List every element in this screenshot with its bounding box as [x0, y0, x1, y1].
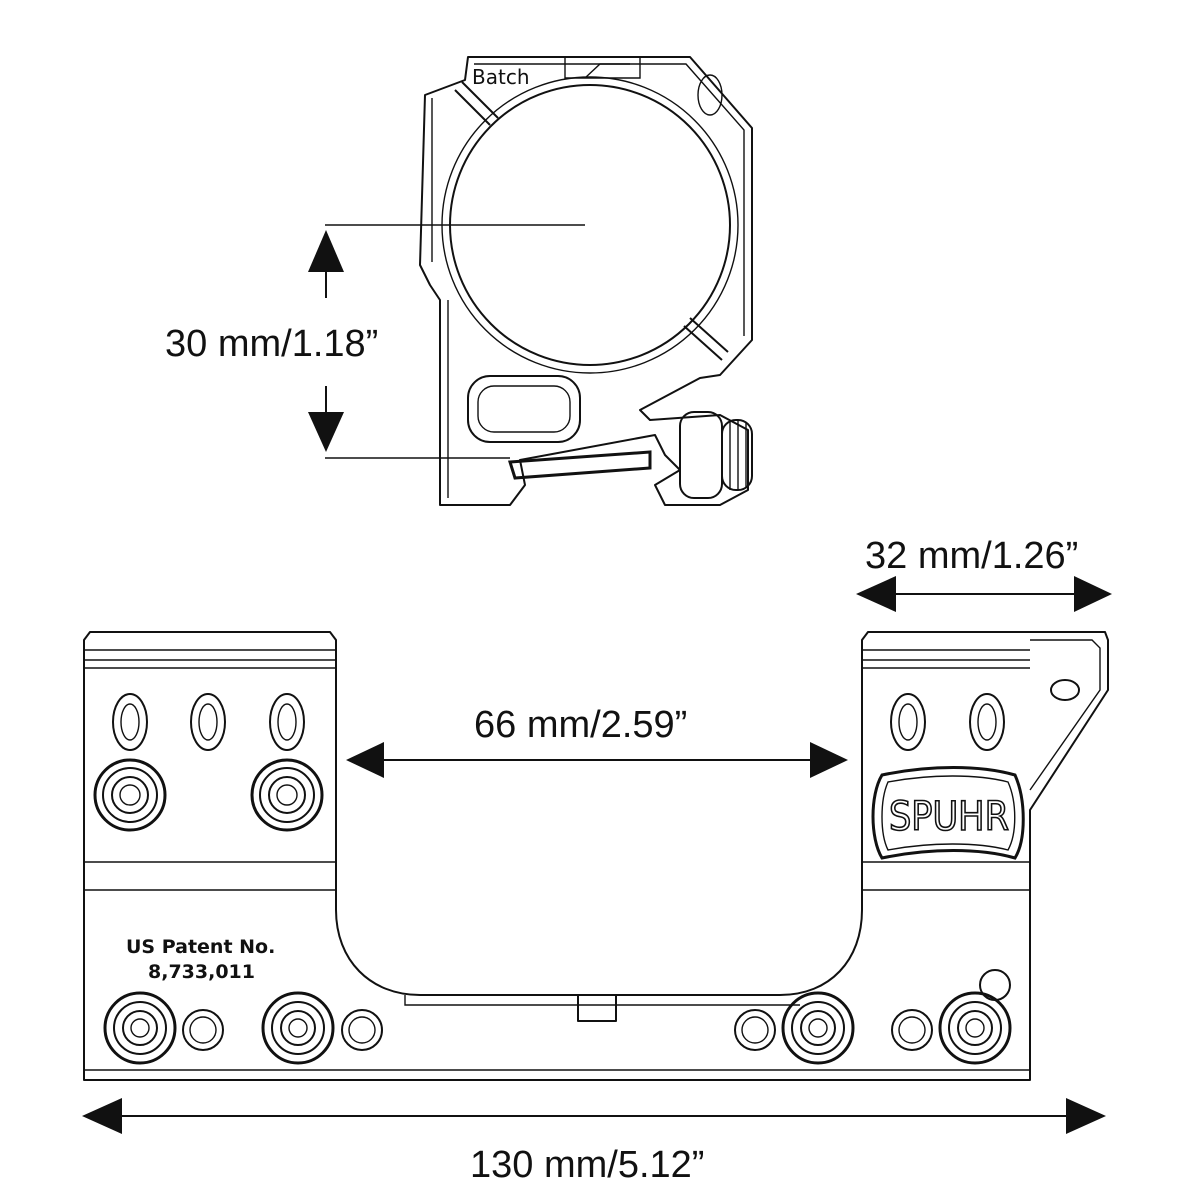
small-screw: [891, 1009, 933, 1051]
left-ring-bands: [84, 649, 336, 891]
side-screw-slot: [697, 74, 723, 116]
small-screw: [182, 1009, 224, 1051]
left-ring-slots: [112, 693, 305, 751]
socket-screw[interactable]: [103, 991, 177, 1065]
side-view-inner-edge: [431, 63, 745, 498]
front-view-body-outline: [83, 631, 1109, 1081]
right-ring-slots: [890, 693, 1005, 751]
svg-text:SPUHR: SPUHR: [889, 794, 1009, 840]
socket-screw[interactable]: [261, 991, 335, 1065]
left-ring-screws: [93, 758, 324, 832]
side-view: Batch 30 mm/1.18”: [165, 56, 753, 506]
height-arrow-down: [308, 412, 344, 452]
patent-number: 8,733,011: [148, 961, 255, 983]
small-screw: [979, 969, 1011, 1001]
socket-screw[interactable]: [781, 991, 855, 1065]
slot-screw: [969, 693, 1005, 751]
socket-screw[interactable]: [250, 758, 324, 832]
overall-length-dimension: 130 mm/5.12”: [82, 1098, 1106, 1186]
ring-spacing-arrow-left: [346, 742, 384, 778]
socket-screw[interactable]: [938, 991, 1012, 1065]
front-view: SPUHR US Patent No. 8,733,011: [82, 535, 1112, 1186]
ring-spacing-label: 66 mm/2.59”: [474, 704, 687, 746]
batch-engraving: Batch: [472, 65, 530, 89]
slot-screw: [190, 693, 226, 751]
height-dimension-label: 30 mm/1.18”: [165, 323, 378, 365]
patent-label: US Patent No.: [126, 936, 275, 958]
center-tab: [577, 994, 617, 1022]
brand-logo: SPUHR: [871, 766, 1025, 860]
side-view-body-outline: [419, 56, 753, 506]
right-ring-bands: [862, 649, 1030, 891]
side-lever-hole: [1050, 679, 1080, 701]
ring-width-arrow-left: [856, 576, 896, 612]
height-dimension: 30 mm/1.18”: [165, 224, 585, 459]
rail-clamp-bar: [508, 450, 652, 480]
slot-screw: [269, 693, 305, 751]
ring-width-arrow-right: [1074, 576, 1112, 612]
slot-screw: [890, 693, 926, 751]
side-view-slot-outer: [467, 375, 581, 443]
upper-split-line: [454, 81, 499, 126]
slot-screw: [112, 693, 148, 751]
ring-spacing-arrow-right: [810, 742, 848, 778]
base-screws: [103, 969, 1012, 1065]
clamp-knob[interactable]: [679, 411, 753, 499]
side-view-slot-inner: [477, 385, 571, 433]
length-arrow-left: [82, 1098, 122, 1134]
ring-width-dimension: 32 mm/1.26”: [856, 535, 1112, 612]
side-lever: [1029, 639, 1101, 791]
side-view-top-chamfer: [564, 57, 641, 79]
lower-split-line: [683, 317, 729, 361]
height-arrow-up: [308, 230, 344, 272]
small-screw: [734, 1009, 776, 1051]
ring-spacing-dimension: 66 mm/2.59”: [346, 704, 848, 778]
length-arrow-right: [1066, 1098, 1106, 1134]
ring-width-label: 32 mm/1.26”: [865, 535, 1078, 577]
overall-length-label: 130 mm/5.12”: [470, 1144, 704, 1186]
socket-screw[interactable]: [93, 758, 167, 832]
small-screw: [341, 1009, 383, 1051]
base-lines: [84, 995, 1030, 1071]
